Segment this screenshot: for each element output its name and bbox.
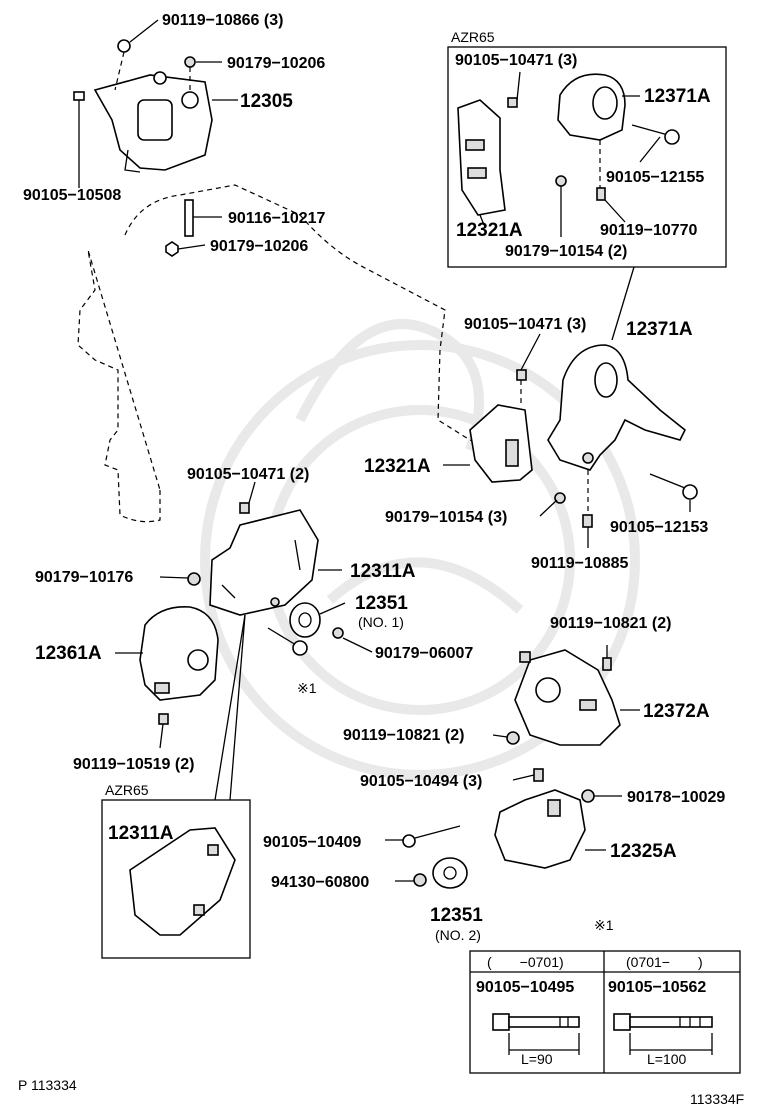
bolt-90105-10494 xyxy=(533,768,544,782)
label-mark1-bolt: ※1 xyxy=(297,680,317,696)
table-col1-range: ( −0701) xyxy=(487,954,564,970)
label-90105-10508: 90105−10508 xyxy=(23,187,121,204)
label-90119-10821-top: 90119−10821 (2) xyxy=(550,615,671,632)
label-90179-10176: 90179−10176 xyxy=(35,569,133,586)
bolt-90105-10409 xyxy=(402,825,461,848)
bolt-90119-10821-top xyxy=(602,657,612,671)
label-90179-06007: 90179−06007 xyxy=(375,645,473,662)
bolt-90119-10821-bottom xyxy=(506,731,520,745)
mount-12371A-azr65 xyxy=(557,73,626,188)
stud-90116-10217 xyxy=(184,199,194,237)
nut-90179-10154-azr65 xyxy=(555,175,567,237)
part-labels: 90119−10866 (3) 90179−10206 12305 90105−… xyxy=(23,12,725,943)
footer-right-code: 113334F xyxy=(690,1091,744,1107)
label-90179-10206-top: 90179−10206 xyxy=(227,55,325,72)
label-90179-10154-mid: 90179−10154 (3) xyxy=(385,509,507,526)
leader-12311A-right xyxy=(229,614,246,801)
mount-12305 xyxy=(93,71,213,173)
bolt-90119-10770 xyxy=(596,187,606,201)
bolt-icon-l100 xyxy=(613,1013,713,1055)
label-90119-10519: 90119−10519 (2) xyxy=(73,756,194,773)
label-12321A-azr65: 12321A xyxy=(456,220,523,241)
bolt-90105-10508 xyxy=(73,91,85,170)
mount-12371A xyxy=(547,344,687,471)
nut-90179-10154-mid xyxy=(554,492,566,504)
azr65-bottom-box xyxy=(101,799,251,959)
label-90105-10471-left: 90105−10471 (2) xyxy=(187,466,309,483)
bolt-mark1 xyxy=(267,597,308,656)
label-90179-10154-azr65: 90179−10154 (2) xyxy=(505,243,627,260)
label-90105-10471-azr65: 90105−10471 (3) xyxy=(455,52,577,69)
nut-90179-10206-bottom xyxy=(165,241,179,257)
label-90119-10770: 90119−10770 xyxy=(600,222,698,239)
label-no2: (NO. 2) xyxy=(435,927,481,943)
label-12371A-azr65: 12371A xyxy=(644,86,711,107)
bolt-90119-10885 xyxy=(582,470,593,528)
bolt-icon-l90 xyxy=(492,1013,580,1055)
bracket-12325A xyxy=(494,789,586,869)
bushing-12351-no1 xyxy=(289,602,321,638)
label-12351-no1: 12351 xyxy=(355,593,408,614)
label-azr65-top: AZR65 xyxy=(451,29,495,45)
table-col2-range: (0701− ) xyxy=(626,954,703,970)
nut-90179-10206-top xyxy=(184,56,196,92)
table-col2-part: 90105−10562 xyxy=(608,979,706,996)
bolt-90119-10866 xyxy=(114,39,131,91)
bolt-length-table: ※1 ( −0701) (0701− ) 90105−10495 90105−1… xyxy=(469,917,741,1074)
leader-12311A-left xyxy=(214,614,246,801)
bracket-12321A xyxy=(469,404,533,483)
label-azr65-bottom: AZR65 xyxy=(105,782,149,798)
table-mark1: ※1 xyxy=(594,917,614,933)
table-col2-length: L=100 xyxy=(647,1051,687,1067)
label-12325A: 12325A xyxy=(610,841,677,862)
label-90119-10821-bottom: 90119−10821 (2) xyxy=(343,727,464,744)
nut-94130-60800 xyxy=(413,873,427,887)
label-90116-10217: 90116−10217 xyxy=(228,210,326,227)
table-col1-length: L=90 xyxy=(521,1051,553,1067)
label-12351-no2: 12351 xyxy=(430,905,483,926)
bracket-12311A xyxy=(209,509,319,616)
bolt-90105-12155 xyxy=(631,124,680,145)
bolt-90105-10471-mid xyxy=(516,369,527,406)
label-12311A-azr65: 12311A xyxy=(108,823,174,844)
label-90105-12155: 90105−12155 xyxy=(606,169,704,186)
label-90119-10866: 90119−10866 (3) xyxy=(162,12,283,29)
label-94130-60800: 94130−60800 xyxy=(271,874,369,891)
mount-12361A xyxy=(139,606,219,701)
label-12311A: 12311A xyxy=(350,561,416,582)
table-col1-part: 90105−10495 xyxy=(476,979,574,996)
bolt-90105-10471-azr65 xyxy=(507,97,518,108)
bushing-12351-no2 xyxy=(432,857,468,889)
bracket-12321A-azr65 xyxy=(457,99,506,216)
nut-90179-06007 xyxy=(332,627,344,639)
label-no1: (NO. 1) xyxy=(358,614,404,630)
azr65-top-box xyxy=(447,46,727,268)
label-90179-10206-bottom: 90179−10206 xyxy=(210,238,308,255)
label-90105-10494: 90105−10494 (3) xyxy=(360,773,482,790)
footer-left-code: P 113334 xyxy=(18,1077,77,1093)
label-90119-10885: 90119−10885 xyxy=(531,555,629,572)
nut-90179-10176 xyxy=(187,572,201,586)
watermark-emblem xyxy=(200,319,640,780)
leader-azr65-to-12371A xyxy=(611,266,635,341)
label-12372A: 12372A xyxy=(643,701,710,722)
label-90178-10029: 90178−10029 xyxy=(627,789,725,806)
engine-outline xyxy=(77,184,521,523)
label-12305: 12305 xyxy=(240,91,293,112)
label-90105-10471-mid: 90105−10471 (3) xyxy=(464,316,586,333)
bolt-90119-10519 xyxy=(158,713,169,725)
bolt-90105-10471-left xyxy=(239,502,250,514)
label-12321A-mid: 12321A xyxy=(364,456,431,477)
bracket-12311A-azr65 xyxy=(129,827,236,936)
bolt-90105-12153 xyxy=(649,473,698,500)
label-90105-12153: 90105−12153 xyxy=(610,519,708,536)
label-12361A: 12361A xyxy=(35,643,102,664)
label-90105-10409: 90105−10409 xyxy=(263,834,361,851)
leader-lines xyxy=(78,19,691,882)
mount-12372A xyxy=(514,649,621,746)
label-12371A-mid: 12371A xyxy=(626,319,693,340)
nut-90178-10029 xyxy=(581,789,595,803)
